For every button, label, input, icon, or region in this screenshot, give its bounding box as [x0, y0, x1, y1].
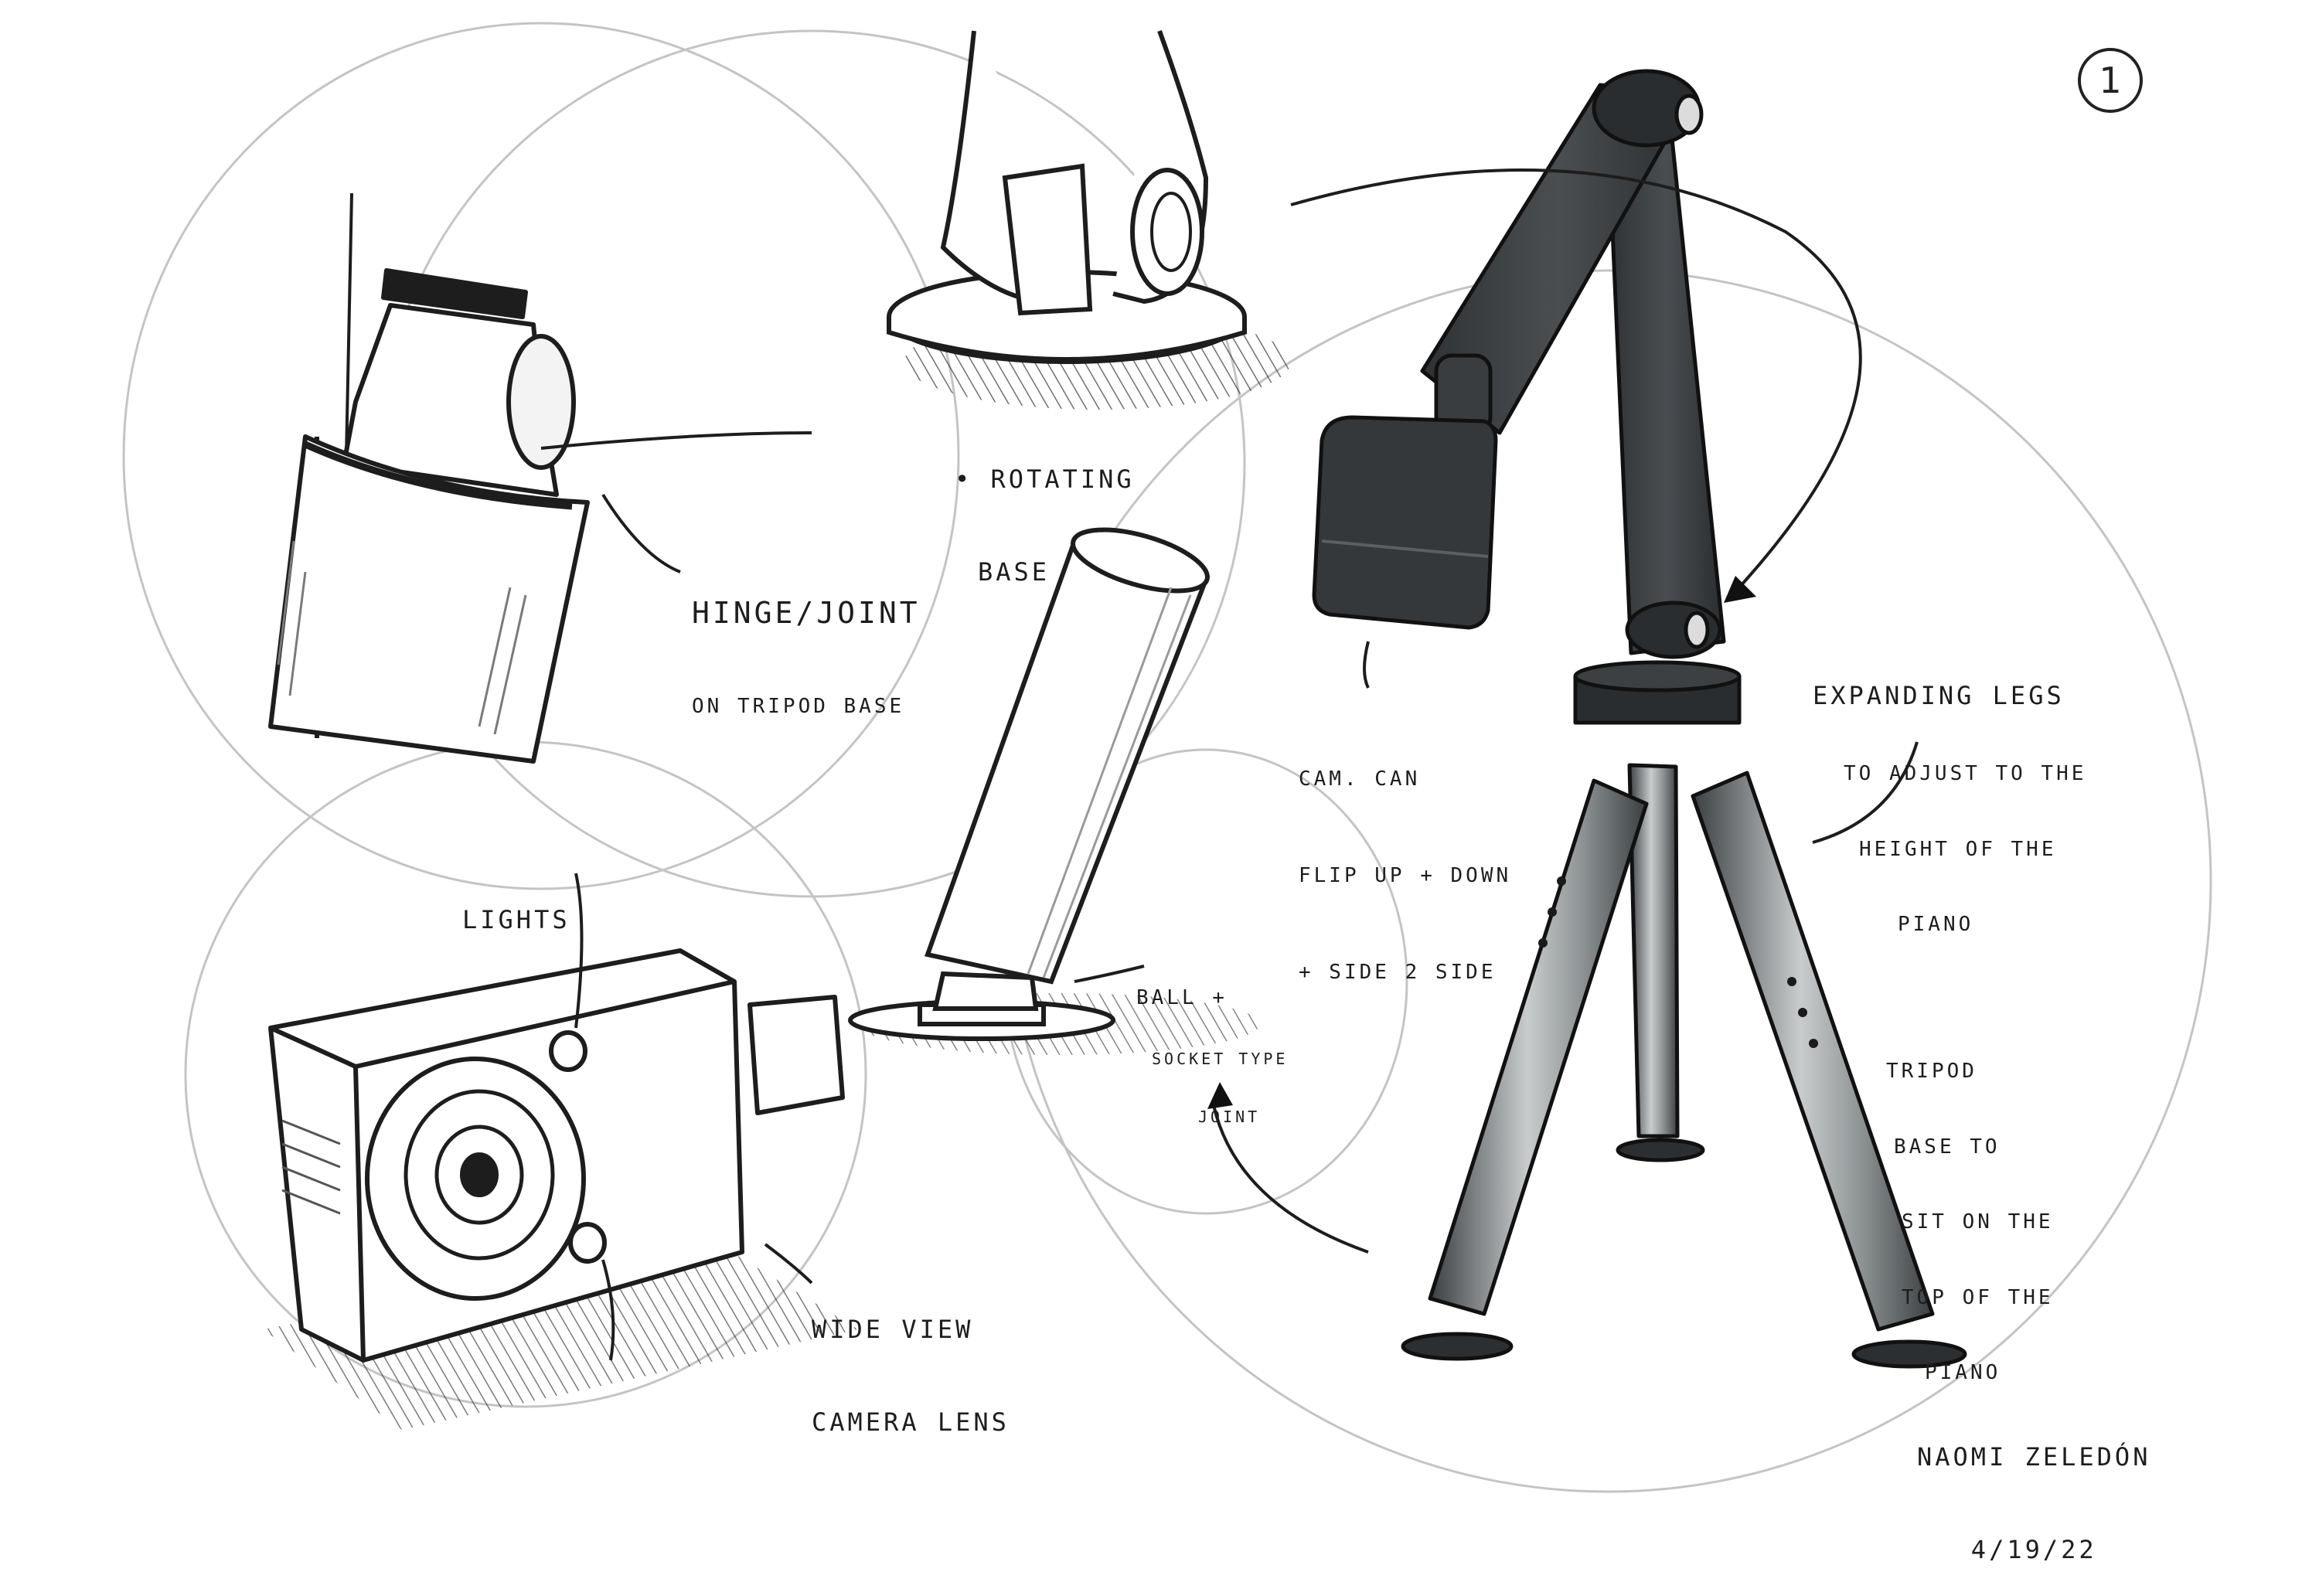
ball-socket-note: BALL + SOCKET TYPE JOINT [1136, 947, 1288, 1146]
ball-note-line1: BALL + [1136, 986, 1228, 1009]
tripod-note-line4: TOP OF THE [1902, 1285, 2054, 1309]
ball-socket-sketch [848, 527, 1260, 1055]
wide-note-line1: WIDE VIEW [812, 1315, 974, 1344]
page-number-badge: 1 [2078, 48, 2143, 113]
artist-signature: NAOMI ZELEDÓN 4/19/22 [1917, 1380, 2150, 1596]
legs-note-line2: TO ADJUST TO THE [1844, 762, 2087, 785]
camera-sketch [263, 873, 858, 1430]
camera-flip-note: CAM. CAN FLIP UP + DOWN + SIDE 2 SIDE [1299, 699, 1511, 1021]
hinge-note-line2: ON TRIPOD BASE [692, 694, 905, 718]
rotating-note-line1: • ROTATING [955, 465, 1135, 494]
rotation-arrows [1212, 168, 1862, 1254]
legs-note-line1: EXPANDING LEGS [1813, 681, 2065, 710]
tripod-note-line5: PIANO [1925, 1361, 2001, 1384]
rotating-base-sketch [887, 29, 1291, 410]
expanding-legs-note: EXPANDING LEGS TO ADJUST TO THE HEIGHT O… [1813, 630, 2086, 962]
legs-note-line3: HEIGHT OF THE [1859, 837, 2057, 861]
cam-note-line1: CAM. CAN [1299, 767, 1421, 791]
signature-name: NAOMI ZELEDÓN [1917, 1442, 2151, 1472]
tripod-note-line1: TRIPOD [1886, 1060, 1977, 1083]
rotating-note-line2: BASE [978, 557, 1051, 587]
tripod-note-line2: BASE TO [1894, 1135, 2001, 1159]
tripod-note-line3: SIT ON THE [1902, 1210, 2054, 1234]
ball-note-line2: SOCKET TYPE [1152, 1049, 1289, 1068]
arrowheads [1207, 576, 1756, 1109]
tripod-device-render [1312, 69, 1967, 1369]
wide-view-lens-note: WIDE VIEW CAMERA LENS [812, 1252, 1010, 1468]
tripod-base-note: TRIPOD BASE TO SIT ON THE TOP OF THE PIA… [1886, 1009, 2054, 1411]
cam-note-line2: FLIP UP + DOWN [1299, 863, 1512, 887]
lights-note-text: LIGHTS [462, 905, 570, 934]
annotation-leaders [1363, 641, 1919, 844]
cam-note-line3: + SIDE 2 SIDE [1299, 960, 1497, 984]
hinge-joint-sketch [268, 192, 812, 764]
rotating-base-note: • ROTATING BASE [955, 402, 1135, 618]
sketch-sheet [122, 22, 2212, 1493]
legs-note-line4: PIANO [1898, 913, 1974, 936]
hinge-note-line1: HINGE/JOINT [692, 596, 921, 630]
wide-note-line2: CAMERA LENS [812, 1407, 1010, 1437]
signature-date: 4/19/22 [1970, 1535, 2097, 1564]
hinge-joint-note: HINGE/JOINT ON TRIPOD BASE [692, 533, 921, 750]
lights-note: LIGHTS [462, 842, 570, 966]
ball-note-line3: JOINT [1198, 1107, 1261, 1126]
